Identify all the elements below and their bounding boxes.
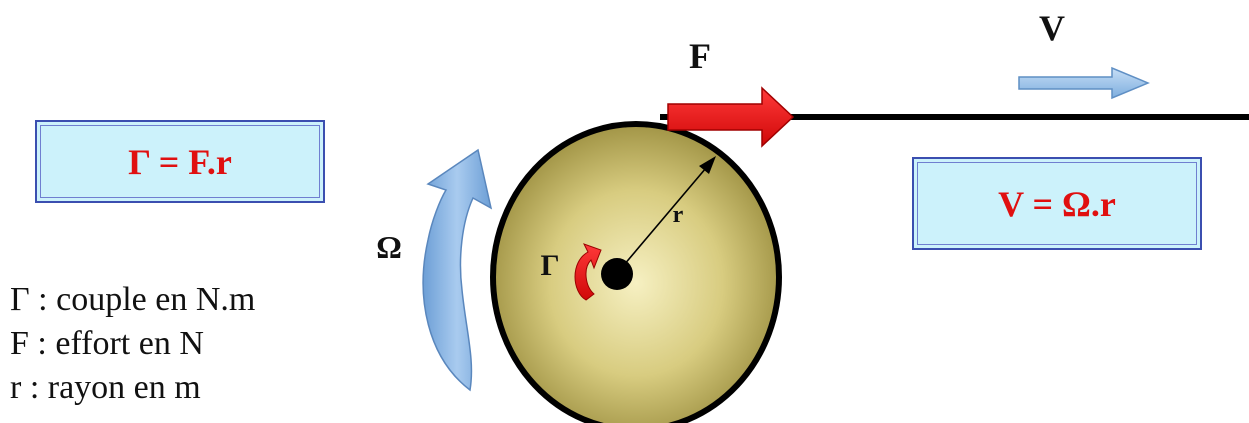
torque-label: Γ <box>540 249 559 282</box>
radius-label: r <box>673 202 684 228</box>
torque-formula-box: Γ = F.r <box>35 120 325 203</box>
speed-formula-box: V = Ω.r <box>912 157 1202 250</box>
radius-arrowhead <box>699 156 716 174</box>
speed-formula: V = Ω.r <box>998 183 1116 224</box>
torque-curved-arrow <box>574 243 602 301</box>
radius-line <box>617 167 707 273</box>
angular-speed-arrow <box>422 148 493 392</box>
angular-speed-label: Ω <box>376 229 402 265</box>
torque-formula: Γ = F.r <box>128 141 232 182</box>
legend: Γ : couple en N.m F : effort en N r : ra… <box>10 278 255 410</box>
force-arrow <box>667 86 795 148</box>
wheel <box>490 121 782 423</box>
legend-torque: Γ : couple en N.m <box>10 281 256 318</box>
legend-radius: r : rayon en m <box>10 369 201 406</box>
velocity-label: V <box>1039 8 1065 48</box>
force-label: F <box>689 36 711 76</box>
legend-force: F : effort en N <box>10 325 204 362</box>
wheel-center-dot <box>601 258 633 290</box>
velocity-arrow <box>1018 66 1150 100</box>
